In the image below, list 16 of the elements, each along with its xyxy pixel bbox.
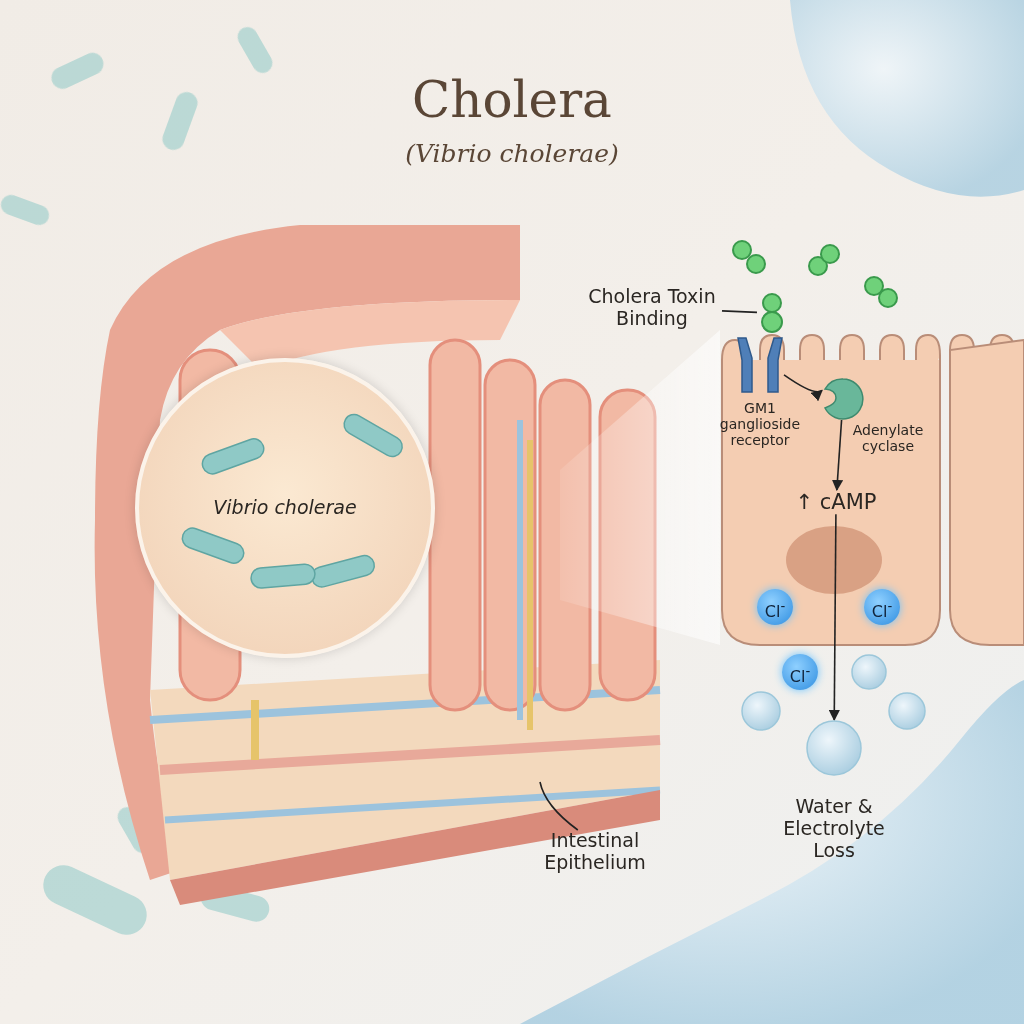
outcome-label: Water & Electrolyte Loss (782, 796, 886, 862)
annotation-text: Cholera Toxin Binding (582, 286, 722, 330)
title: Cholera (411, 72, 613, 130)
leader-line (721, 310, 758, 314)
chloride-ion: Cl$^{-}$ (782, 654, 818, 690)
water-droplet (806, 720, 862, 776)
arrow (831, 419, 844, 492)
annotation-text: Intestinal Epithelium (530, 830, 660, 874)
receptor-label: GM1 ganglioside receptor (718, 400, 802, 449)
leader-line (539, 781, 579, 831)
enzyme-label: Adenylate cyclase (851, 422, 925, 455)
arrow (828, 513, 840, 722)
arrow (783, 374, 823, 401)
annotation-text: ↑ cAMP (790, 490, 882, 515)
microbe-name: Vibrio cholerae (212, 496, 358, 518)
subtitle: (Vibrio cholerae) (404, 140, 620, 169)
